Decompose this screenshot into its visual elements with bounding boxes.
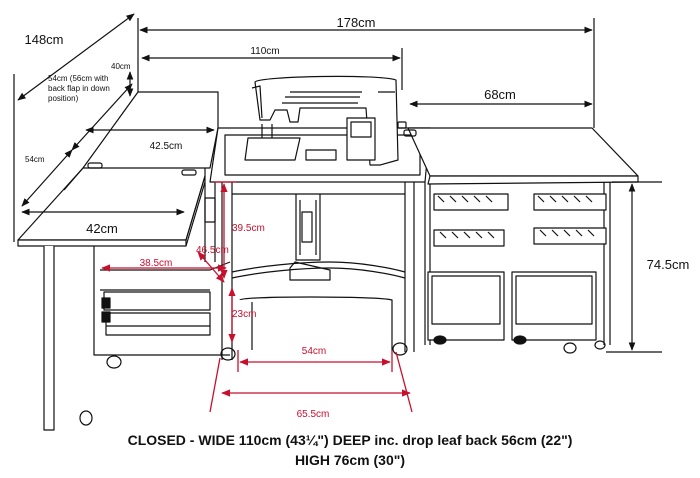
label-side-depth: 54cm: [25, 155, 45, 164]
label-top-gap: 40cm: [111, 62, 131, 71]
dimension-labels: 178cm 148cm 110cm 40cm 54cm (56cm with b…: [24, 15, 689, 420]
caption-line-1: CLOSED - WIDE 110cm (43¼") DEEP inc. dro…: [127, 432, 573, 448]
label-inner-width: 46.5cm: [196, 245, 229, 256]
label-closed-width: 110cm: [250, 46, 279, 57]
label-foot-width: 54cm: [302, 346, 326, 357]
red-dimension-lines: [101, 181, 413, 413]
label-height: 74.5cm: [647, 257, 690, 272]
right-storage: [427, 193, 607, 354]
dimension-lines: [13, 13, 662, 353]
label-drop-flap-note: 54cm (56cm with back flap in down positi…: [48, 74, 110, 103]
label-overall-width: 178cm: [336, 15, 375, 30]
right-top-surface: [397, 121, 639, 345]
label-drawer-width: 38.5cm: [140, 258, 173, 269]
label-base-width: 65.5cm: [297, 409, 330, 420]
label-left-top-depth: 42.5cm: [150, 141, 183, 152]
label-inner-height: 39.5cm: [232, 223, 265, 234]
label-right-wing: 68cm: [484, 87, 516, 102]
caption-line-2: HIGH 76cm (30"): [294, 452, 406, 468]
label-left-wing: 42cm: [86, 221, 118, 236]
left-leg: [43, 246, 122, 431]
label-extended-length: 148cm: [24, 32, 63, 47]
centre-frame: [209, 127, 431, 361]
label-under-height: 23cm: [232, 309, 256, 320]
sewing-machine: [244, 75, 399, 166]
